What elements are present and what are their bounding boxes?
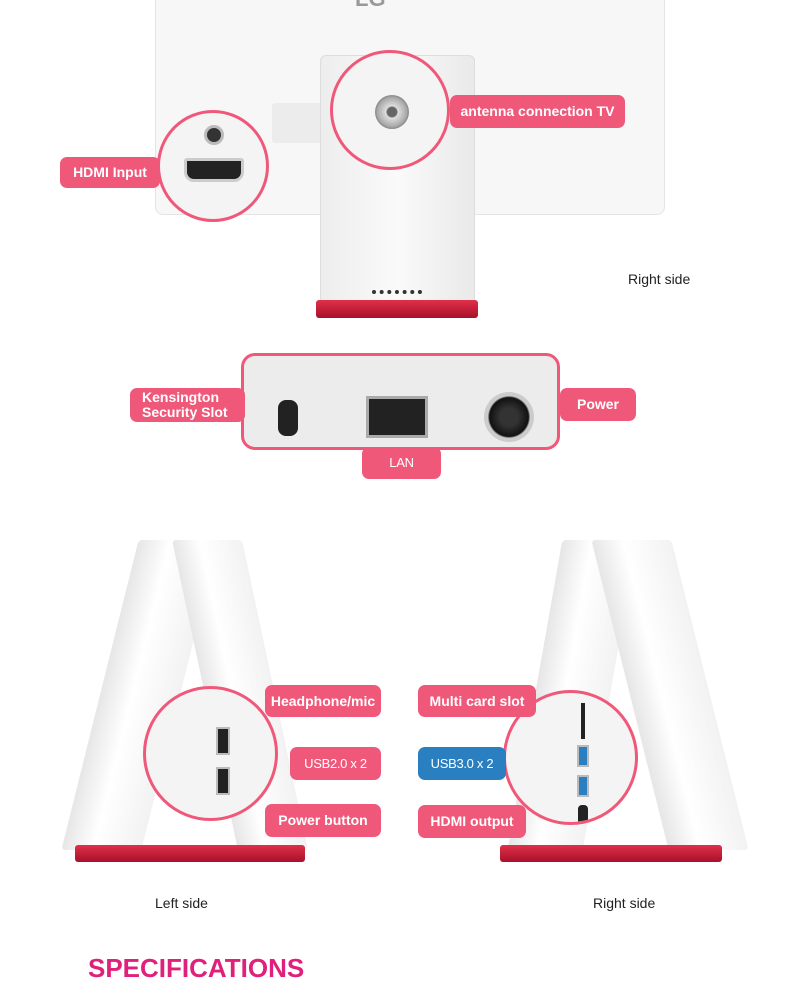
label-power: Power [560,388,636,421]
usb3-port-icon [577,775,589,797]
label-text: Power button [278,812,368,829]
stand-base [316,300,478,318]
kensington-slot-icon [278,400,298,436]
left-base [75,845,305,862]
label-lan: LAN [362,447,441,479]
caption-right-side-top: Right side [628,271,691,287]
right-base [500,845,722,862]
usb2-port-icon [216,767,230,795]
label-text: USB3.0 x 2 [430,755,494,771]
port-panel [241,353,560,450]
label-usb2: USB2.0 x 2 [290,747,381,780]
power-jack-icon [484,392,534,442]
audio-jack-icon [204,125,224,145]
label-antenna: antenna connection TV [450,95,625,128]
label-text: LAN [389,455,414,471]
label-hdmi-output: HDMI output [418,805,526,838]
label-text: Multi card slot [429,692,525,709]
hdmi-port-icon [184,158,244,182]
label-text: USB2.0 x 2 [304,755,367,771]
hdmi-magnifier [157,110,269,222]
lan-port-icon [366,396,428,438]
left-magnifier [143,686,278,821]
label-text: HDMI output [430,813,514,830]
hdmi-output-icon [578,805,588,822]
label-text: Power [576,396,619,413]
card-slot-icon [581,703,585,739]
label-text: Kensington Security Slot [142,389,228,420]
caption-left-side: Left side [155,895,208,911]
label-headphone-mic: Headphone/mic [265,685,381,717]
logo-text: LG [355,0,386,11]
label-usb3: USB3.0 x 2 [418,747,506,780]
specifications-heading: SPECIFICATIONS [88,953,305,983]
label-power-button: Power button [265,804,381,837]
antenna-magnifier [330,50,450,170]
label-kensington: Kensington Security Slot [130,388,245,422]
label-hdmi-input: HDMI Input [60,157,160,188]
label-text: Headphone/mic [270,692,376,709]
label-text: HDMI Input [73,164,147,181]
caption-right-side: Right side [593,895,656,911]
usb3-port-icon [577,745,589,767]
label-text: antenna connection TV [460,103,615,120]
usb2-port-icon [216,727,230,755]
coax-connector-icon [375,95,409,129]
lg-logo: LG [355,0,425,11]
stand-ports [372,290,422,296]
port-strip [272,103,324,143]
label-multi-card-slot: Multi card slot [418,685,536,717]
